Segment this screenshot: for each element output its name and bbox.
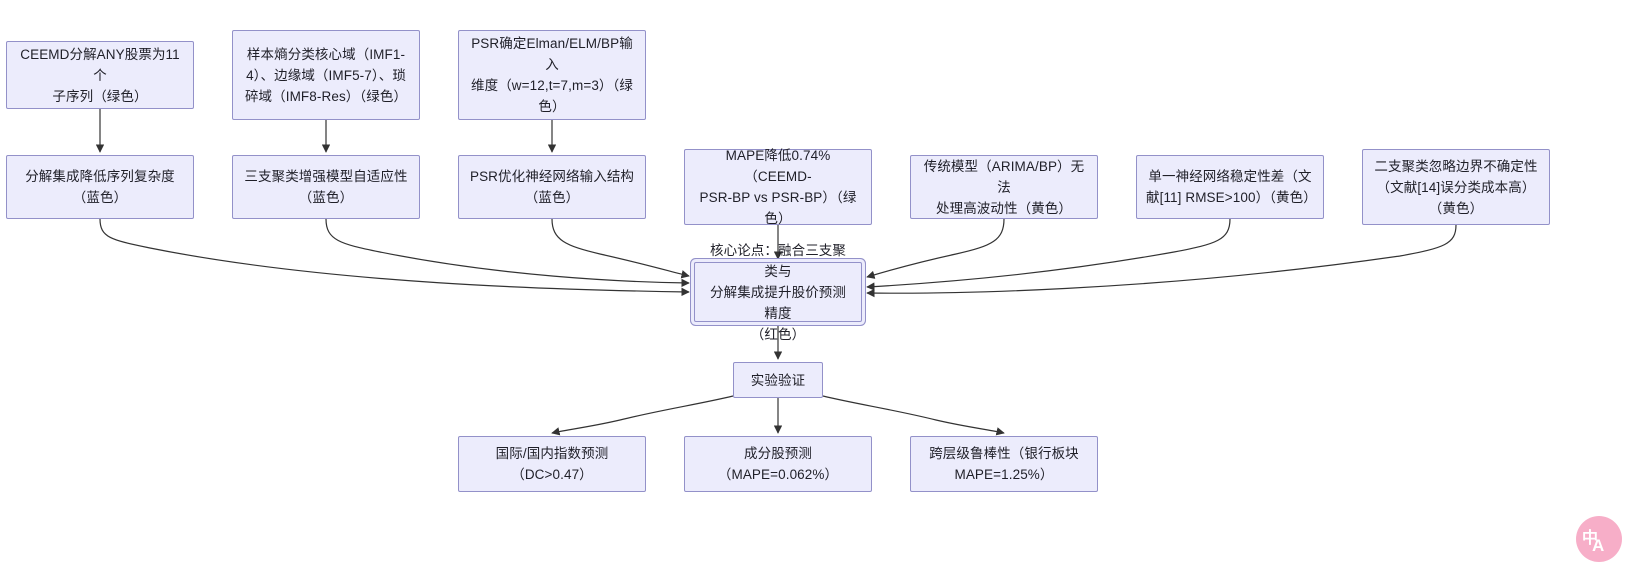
- watermark-inner: 中 A: [1576, 516, 1622, 562]
- node-cross-level-robustness-label: 跨层级鲁棒性（银行板块 MAPE=1.25%）: [929, 446, 1079, 482]
- node-psr-input-dimension[interactable]: PSR确定Elman/ELM/BP输入 维度（w=12,t=7,m=3）（绿 色…: [458, 30, 646, 120]
- node-traditional-model-limitation[interactable]: 传统模型（ARIMA/BP）无法 处理高波动性（黄色）: [910, 155, 1098, 219]
- node-experiment-verification[interactable]: 实验验证: [733, 362, 823, 398]
- edge-experiment-to-index: [551, 395, 734, 436]
- node-single-nn-instability-label: 单一神经网络稳定性差（文 献[11] RMSE>100）（黄色）: [1146, 169, 1317, 205]
- node-index-forecast[interactable]: 国际/国内指数预测 （DC>0.47）: [458, 436, 646, 492]
- node-sample-entropy-label: 样本熵分类核心域（IMF1- 4）、边缘域（IMF5-7）、琐 碎域（IMF8-…: [244, 46, 408, 104]
- node-index-forecast-label: 国际/国内指数预测 （DC>0.47）: [495, 446, 609, 482]
- node-mape-reduction-label: MAPE降低0.74%（CEEMD- PSR-BP vs PSR-BP）（绿 色…: [699, 148, 857, 226]
- edge-singlenn-to-core: [866, 218, 1231, 291]
- node-three-way-adaptivity-label: 三支聚类增强模型自适应性 （蓝色）: [244, 169, 408, 205]
- edge-experiment-to-crosslevel: [822, 395, 1005, 436]
- node-core-claim-label: 核心论点：融合三支聚类与 分解集成提升股价预测精度 （红色）: [710, 242, 846, 342]
- watermark-logo: 中 A: [1576, 516, 1622, 562]
- edge-twoway-to-core: [866, 224, 1457, 298]
- node-psr-optimize-structure[interactable]: PSR优化神经网络输入结构 （蓝色）: [458, 155, 646, 219]
- edge-threeway-to-core: [325, 218, 690, 288]
- node-two-way-cluster-limitation[interactable]: 二支聚类忽略边界不确定性 （文献[14]误分类成本高） （黄色）: [1362, 149, 1550, 225]
- watermark-en-char: A: [1592, 536, 1605, 555]
- node-traditional-model-limitation-label: 传统模型（ARIMA/BP）无法 处理高波动性（黄色）: [923, 158, 1085, 216]
- node-component-stock-forecast[interactable]: 成分股预测 （MAPE=0.062%）: [684, 436, 872, 492]
- node-decomposition-complexity-label: 分解集成降低序列复杂度 （蓝色）: [25, 169, 175, 205]
- node-psr-optimize-structure-label: PSR优化神经网络输入结构 （蓝色）: [469, 169, 635, 205]
- node-two-way-cluster-limitation-label: 二支聚类忽略边界不确定性 （文献[14]误分类成本高） （黄色）: [1374, 158, 1538, 216]
- watermark-cn-char: 中: [1582, 530, 1599, 547]
- node-three-way-adaptivity[interactable]: 三支聚类增强模型自适应性 （蓝色）: [232, 155, 420, 219]
- node-sample-entropy[interactable]: 样本熵分类核心域（IMF1- 4）、边缘域（IMF5-7）、琐 碎域（IMF8-…: [232, 30, 420, 120]
- node-single-nn-instability[interactable]: 单一神经网络稳定性差（文 献[11] RMSE>100）（黄色）: [1136, 155, 1324, 219]
- node-component-stock-forecast-label: 成分股预测 （MAPE=0.062%）: [717, 446, 839, 482]
- node-cross-level-robustness[interactable]: 跨层级鲁棒性（银行板块 MAPE=1.25%）: [910, 436, 1098, 492]
- edge-traditional-to-core: [866, 218, 1005, 279]
- edge-decomp-to-core: [99, 218, 690, 297]
- node-experiment-verification-label: 实验验证: [750, 372, 806, 388]
- node-decomposition-complexity[interactable]: 分解集成降低序列复杂度 （蓝色）: [6, 155, 194, 219]
- node-mape-reduction[interactable]: MAPE降低0.74%（CEEMD- PSR-BP vs PSR-BP）（绿 色…: [684, 148, 872, 226]
- node-ceemd[interactable]: CEEMD分解ANY股票为11个 子序列（绿色）: [6, 41, 194, 109]
- node-ceemd-label: CEEMD分解ANY股票为11个 子序列（绿色）: [20, 46, 180, 104]
- edge-psropt-to-core: [551, 218, 690, 279]
- node-core-claim[interactable]: 核心论点：融合三支聚类与 分解集成提升股价预测精度 （红色）: [694, 243, 862, 342]
- node-psr-input-dimension-label: PSR确定Elman/ELM/BP输入 维度（w=12,t=7,m=3）（绿 色…: [471, 36, 633, 114]
